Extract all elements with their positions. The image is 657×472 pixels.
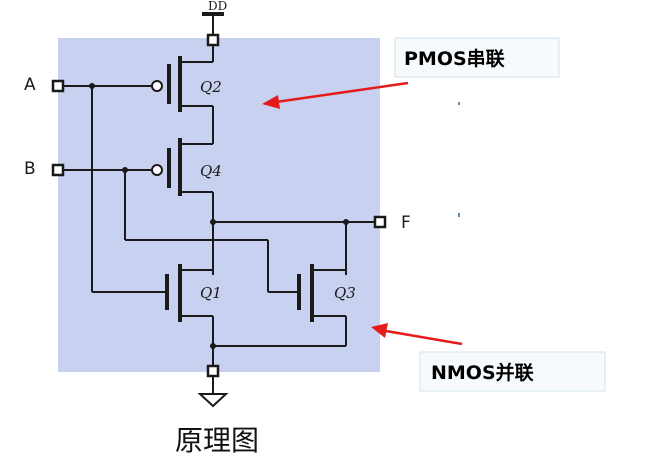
input-a-terminal [51, 79, 65, 93]
output-node: F [210, 213, 411, 275]
transistor-q1: Q1 [165, 264, 222, 366]
pmos-callout-label: PMOS串联 [404, 48, 505, 70]
ground-supply [197, 343, 346, 408]
q4-gate-bubble [151, 164, 163, 176]
nmos-callout: NMOS并联 [371, 323, 606, 392]
q2-gate-bubble [151, 80, 163, 92]
input-a-label: A [24, 75, 36, 95]
vdd-terminal [206, 33, 220, 47]
nmos-callout-label: NMOS并联 [431, 361, 534, 384]
vdd-label: DD [208, 0, 227, 13]
q4-label: Q4 [200, 162, 222, 180]
transistor-q2: Q2 [151, 45, 222, 144]
output-terminal [373, 215, 387, 229]
ground-icon [197, 393, 229, 408]
q1-label: Q1 [200, 284, 222, 302]
vdd-supply: DD [202, 0, 227, 47]
transistor-q4: Q4 [151, 138, 222, 275]
transistor-q3: Q3 [297, 264, 356, 346]
diagram-caption: 原理图 [175, 424, 259, 457]
pmos-arrow [275, 81, 409, 104]
output-label: F [401, 213, 411, 233]
input-a: A [24, 75, 167, 293]
stray-mark-mid [458, 213, 460, 217]
nmos-arrow [385, 329, 463, 346]
input-b-terminal [51, 163, 65, 177]
q3-label: Q3 [334, 284, 356, 302]
stray-mark-top [458, 102, 460, 105]
input-b: B [24, 159, 299, 293]
pmos-callout: PMOS串联 [262, 37, 560, 109]
ground-terminal [206, 364, 220, 378]
input-b-label: B [24, 159, 36, 179]
q2-label: Q2 [200, 78, 222, 96]
